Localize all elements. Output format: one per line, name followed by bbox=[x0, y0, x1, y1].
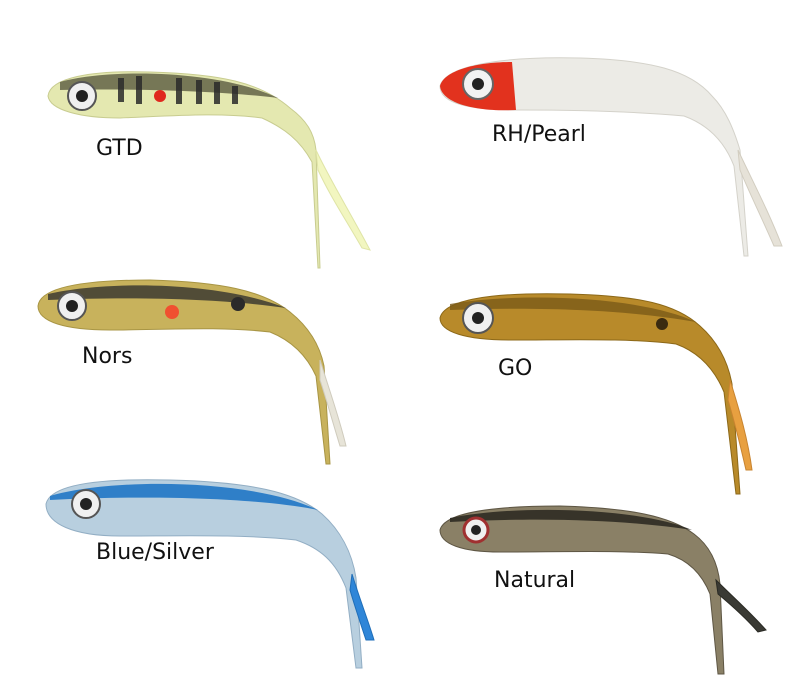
lure-blue-silver-back bbox=[50, 483, 318, 510]
lure-nors-orange-spot bbox=[165, 305, 179, 319]
lure-go-tail bbox=[727, 379, 753, 471]
lure-blue-silver-body bbox=[45, 479, 363, 669]
lure-label-nors: Nors bbox=[82, 344, 133, 369]
lure-rh-pearl-tail bbox=[737, 149, 783, 247]
lure-nors-tail bbox=[319, 359, 347, 447]
lure-go-dark-spot bbox=[656, 318, 668, 330]
lure-gtd-red-spot bbox=[154, 90, 166, 102]
lure-label-go: GO bbox=[498, 356, 533, 381]
lure-gtd-back bbox=[60, 73, 278, 98]
lure-label-rh-pearl: RH/Pearl bbox=[492, 122, 586, 147]
lure-nors-back bbox=[48, 285, 286, 308]
lure-natural-body bbox=[439, 505, 725, 675]
lure-natural-tail bbox=[715, 578, 767, 633]
lure-go-back bbox=[450, 297, 696, 322]
lure-label-natural: Natural bbox=[494, 568, 576, 593]
lure-gtd-tail bbox=[315, 149, 371, 251]
lure-nors-body bbox=[37, 279, 331, 465]
lure-nors-dark-spot bbox=[231, 297, 245, 311]
lure-natural-back bbox=[450, 509, 692, 530]
lure-label-blue-silver: Blue/Silver bbox=[96, 540, 214, 565]
lure-blue-silver-tail bbox=[349, 573, 375, 641]
lure-label-gtd: GTD bbox=[96, 136, 143, 161]
lure-rh-pearl-body bbox=[439, 57, 749, 257]
